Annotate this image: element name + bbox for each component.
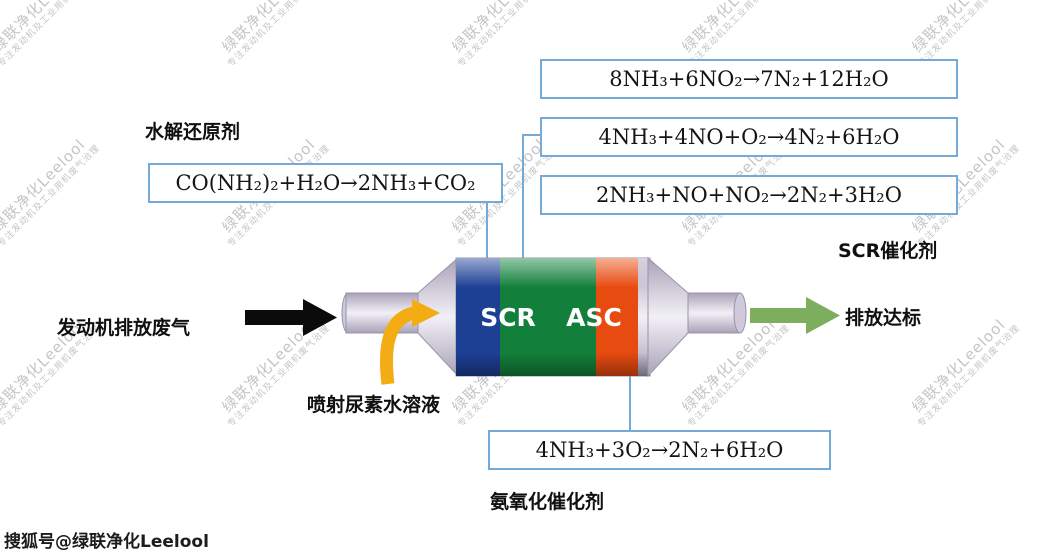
engine-exhaust-label: 发动机排放废气 [57, 317, 191, 339]
exhaust-arrow [245, 299, 337, 336]
equation-text: 4NH₃+4NO+O₂→4N₂+6H₂O [598, 125, 900, 149]
ammonia-oxidation-catalyst-label: 氨氧化催化剂 [490, 491, 605, 513]
equation-box-no-o2: 4NH₃+4NO+O₂→4N₂+6H₂O [540, 117, 958, 157]
scr-band-label: SCR [480, 303, 536, 332]
pipe-right-cap [733, 292, 747, 334]
emission-ok-label: 排放达标 [845, 307, 922, 329]
pipe-right [687, 292, 741, 334]
connector-bottom-vertical [629, 374, 631, 431]
scr-catalyst-label: SCR催化剂 [838, 240, 938, 262]
equation-box-oxidation: 4NH₃+3O₂→2N₂+6H₂O [488, 430, 831, 470]
connector-top-vertical [522, 134, 524, 262]
urea-injection-arrow [379, 299, 440, 385]
equation-box-no2: 8NH₃+6NO₂→7N₂+12H₂O [540, 59, 958, 99]
emission-arrow [750, 297, 840, 334]
connector-top-horizontal [522, 134, 542, 136]
footer-account: 搜狐号@绿联净化Leelool [4, 532, 209, 552]
converter-cone-right [647, 256, 689, 378]
equation-text: 8NH₃+6NO₂→7N₂+12H₂O [609, 67, 889, 91]
asc-band-label: ASC [566, 303, 622, 332]
equation-text: 4NH₃+3O₂→2N₂+6H₂O [535, 438, 784, 462]
catalytic-converter: SCR ASC [341, 256, 747, 378]
connector-hydrolysis-vertical [486, 199, 488, 262]
urea-injection-label: 喷射尿素水溶液 [307, 394, 441, 416]
converter-gloss [456, 258, 650, 376]
equation-box-no-no2: 2NH₃+NO+NO₂→2N₂+3H₂O [540, 175, 958, 215]
hydrolysis-agent-label: 水解还原剂 [145, 121, 241, 143]
equation-box-hydrolysis: CO(NH₂)₂+H₂O→2NH₃+CO₂ [148, 163, 503, 203]
equation-text: 2NH₃+NO+NO₂→2N₂+3H₂O [596, 183, 902, 207]
equation-text: CO(NH₂)₂+H₂O→2NH₃+CO₂ [175, 171, 476, 195]
